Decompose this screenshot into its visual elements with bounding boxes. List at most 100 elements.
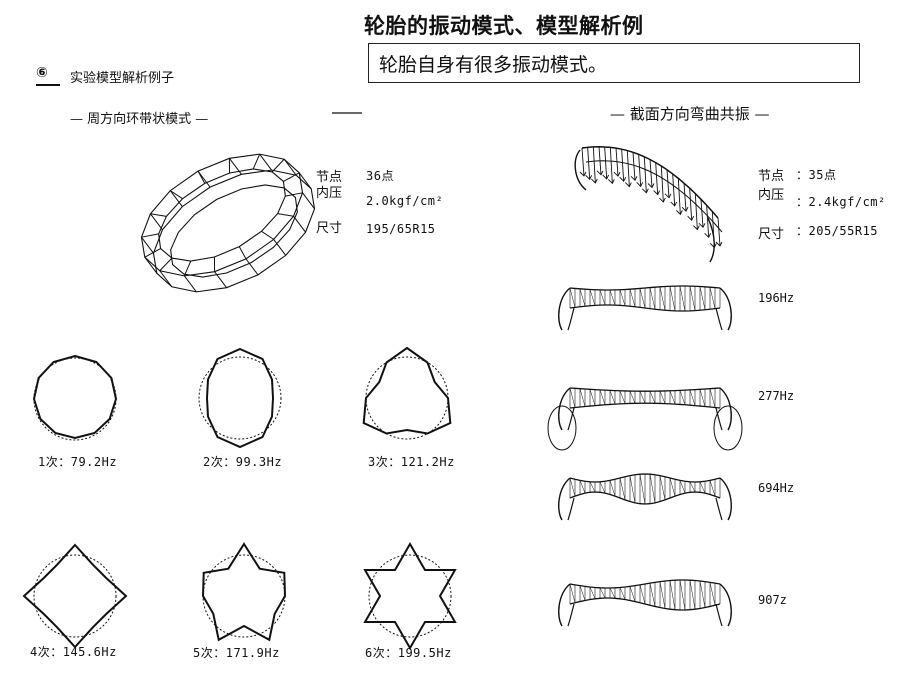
subtitle-box: 轮胎自身有很多振动模式。 <box>368 43 860 83</box>
left-spec-value-pressure: 2.0kgf/cm² <box>366 194 444 208</box>
mode-vector <box>700 199 704 228</box>
tire-3d-wireframe <box>140 153 316 293</box>
mode-vector-arrowhead <box>619 176 627 182</box>
mode-band-diagonal <box>589 481 596 493</box>
ring-undeformed-dotted <box>365 356 449 440</box>
mode-vector-arrowhead <box>613 171 621 177</box>
cross-section-mesh-with-vectors <box>574 146 723 263</box>
mode-band-diagonal <box>709 287 716 309</box>
tire-tread-edge <box>283 158 297 176</box>
mode-band-diagonal <box>679 390 686 405</box>
mode-band-diagonal <box>579 585 586 601</box>
mode-band-diagonal <box>659 286 666 311</box>
mode-band-diagonal <box>629 586 636 602</box>
mode-band-diagonal <box>599 389 606 405</box>
mode-left-sidewall-inner <box>567 497 575 521</box>
mode-band-diagonal <box>709 480 716 497</box>
mode-band-diagonal <box>579 388 586 407</box>
mode-band-diagonal <box>669 477 676 497</box>
left-spec-value-nodes: 36点 <box>366 169 394 183</box>
tire-sidewall-edge <box>285 192 303 197</box>
mode-vector <box>632 152 636 181</box>
ring-undeformed-dotted <box>368 554 452 638</box>
mode-vector-arrowhead <box>642 188 649 194</box>
tire-tread-edge <box>229 158 242 175</box>
mode-vector <box>683 183 687 212</box>
right-spec-key-size: 尺寸 <box>758 227 785 242</box>
ring-mode-label-3: 3次：121.2Hz <box>368 455 455 469</box>
page-title: 轮胎的振动模式、模型解析例 <box>364 14 644 38</box>
mode-band-diagonal <box>619 587 626 600</box>
mode-right-bulb <box>713 405 743 451</box>
tire-sidewall-edge <box>150 213 167 217</box>
ring-undeformed-dotted <box>198 356 282 440</box>
mode-band-diagonal <box>699 389 706 407</box>
tire-tread-edge <box>298 172 312 190</box>
mode-band-diagonal <box>619 289 626 306</box>
mode-band-diagonal <box>649 474 656 503</box>
mode-vector-arrowhead <box>602 174 610 180</box>
mode-band-diagonal <box>609 390 616 405</box>
left-spec-key-pressure: 内压 <box>316 186 343 201</box>
mode-vector <box>604 146 608 179</box>
ring-mode-label-1: 1次：79.2Hz <box>38 455 118 469</box>
right-spec-value-pressure: ：2.4kgf/cm² <box>796 195 886 209</box>
ring-mode-shape <box>32 354 118 440</box>
mode-band-diagonal <box>619 390 626 404</box>
mode-band-diagonal <box>689 286 696 311</box>
mode-band-top <box>569 387 721 392</box>
tire-tread-edge <box>293 215 306 233</box>
tire-sidewall-edge <box>238 246 247 260</box>
ring-mode-shape <box>201 542 287 642</box>
tire-tread-edge <box>144 256 158 274</box>
mode-right-sidewall-inner <box>715 603 723 627</box>
section-mode-freq-1: 196Hz <box>758 291 795 305</box>
ring-mode-figures <box>22 346 457 651</box>
cross-section-mode-figures <box>547 285 743 627</box>
mode-vector <box>587 147 591 180</box>
left-spec-key-nodes: 节点 <box>316 170 343 185</box>
tire-sidewall-edge <box>261 230 274 240</box>
mode-vector-arrowhead <box>653 190 661 196</box>
ring-undeformed-dotted <box>33 554 117 638</box>
tire-tread-edge <box>159 270 173 288</box>
right-spec-value-size: ：205/55R15 <box>796 224 879 238</box>
section-label: 实验模型解析例子 <box>70 71 175 86</box>
mode-vector-arrowhead <box>585 175 593 181</box>
mode-vector <box>581 147 585 177</box>
section-mode-freq-3: 694Hz <box>758 481 795 495</box>
ring-mode-label-5: 5次：171.9Hz <box>193 646 280 660</box>
mode-band-diagonal <box>629 475 636 503</box>
mode-band-diagonal <box>639 584 646 605</box>
section-left-shoulder <box>574 149 587 191</box>
mode-band-diagonal <box>669 286 676 311</box>
mode-vector <box>666 169 670 198</box>
mode-band-diagonal <box>649 583 656 607</box>
mode-band-diagonal <box>599 587 606 599</box>
mode-left-sidewall <box>558 387 571 431</box>
mode-right-sidewall <box>719 583 732 627</box>
mode-band-diagonal <box>629 289 636 307</box>
mode-vector <box>609 147 613 184</box>
mode-left-sidewall-inner <box>567 407 575 431</box>
mode-band-diagonal <box>609 480 616 497</box>
mode-vector-arrowhead <box>670 201 678 207</box>
mode-band-diagonal <box>699 580 706 608</box>
mode-band-diagonal <box>699 286 706 310</box>
mode-band-diagonal <box>639 474 646 505</box>
right-spec-value-nodes: ：35点 <box>796 168 837 182</box>
mode-vector <box>677 178 681 215</box>
mode-vector <box>615 148 619 177</box>
mode-band-diagonal <box>699 481 706 494</box>
mode-vector <box>655 162 659 195</box>
tire-sidewall-edge <box>271 158 285 173</box>
mode-band-diagonal <box>619 477 626 500</box>
tire-tread-edge <box>150 213 163 231</box>
mode-vector-arrowhead <box>591 178 598 184</box>
mode-band-diagonal <box>679 579 686 611</box>
mode-vector-arrowhead <box>715 241 723 247</box>
mode-band-diagonal <box>669 390 676 405</box>
mode-vector-arrowhead <box>664 193 672 199</box>
mode-right-sidewall <box>719 387 732 431</box>
